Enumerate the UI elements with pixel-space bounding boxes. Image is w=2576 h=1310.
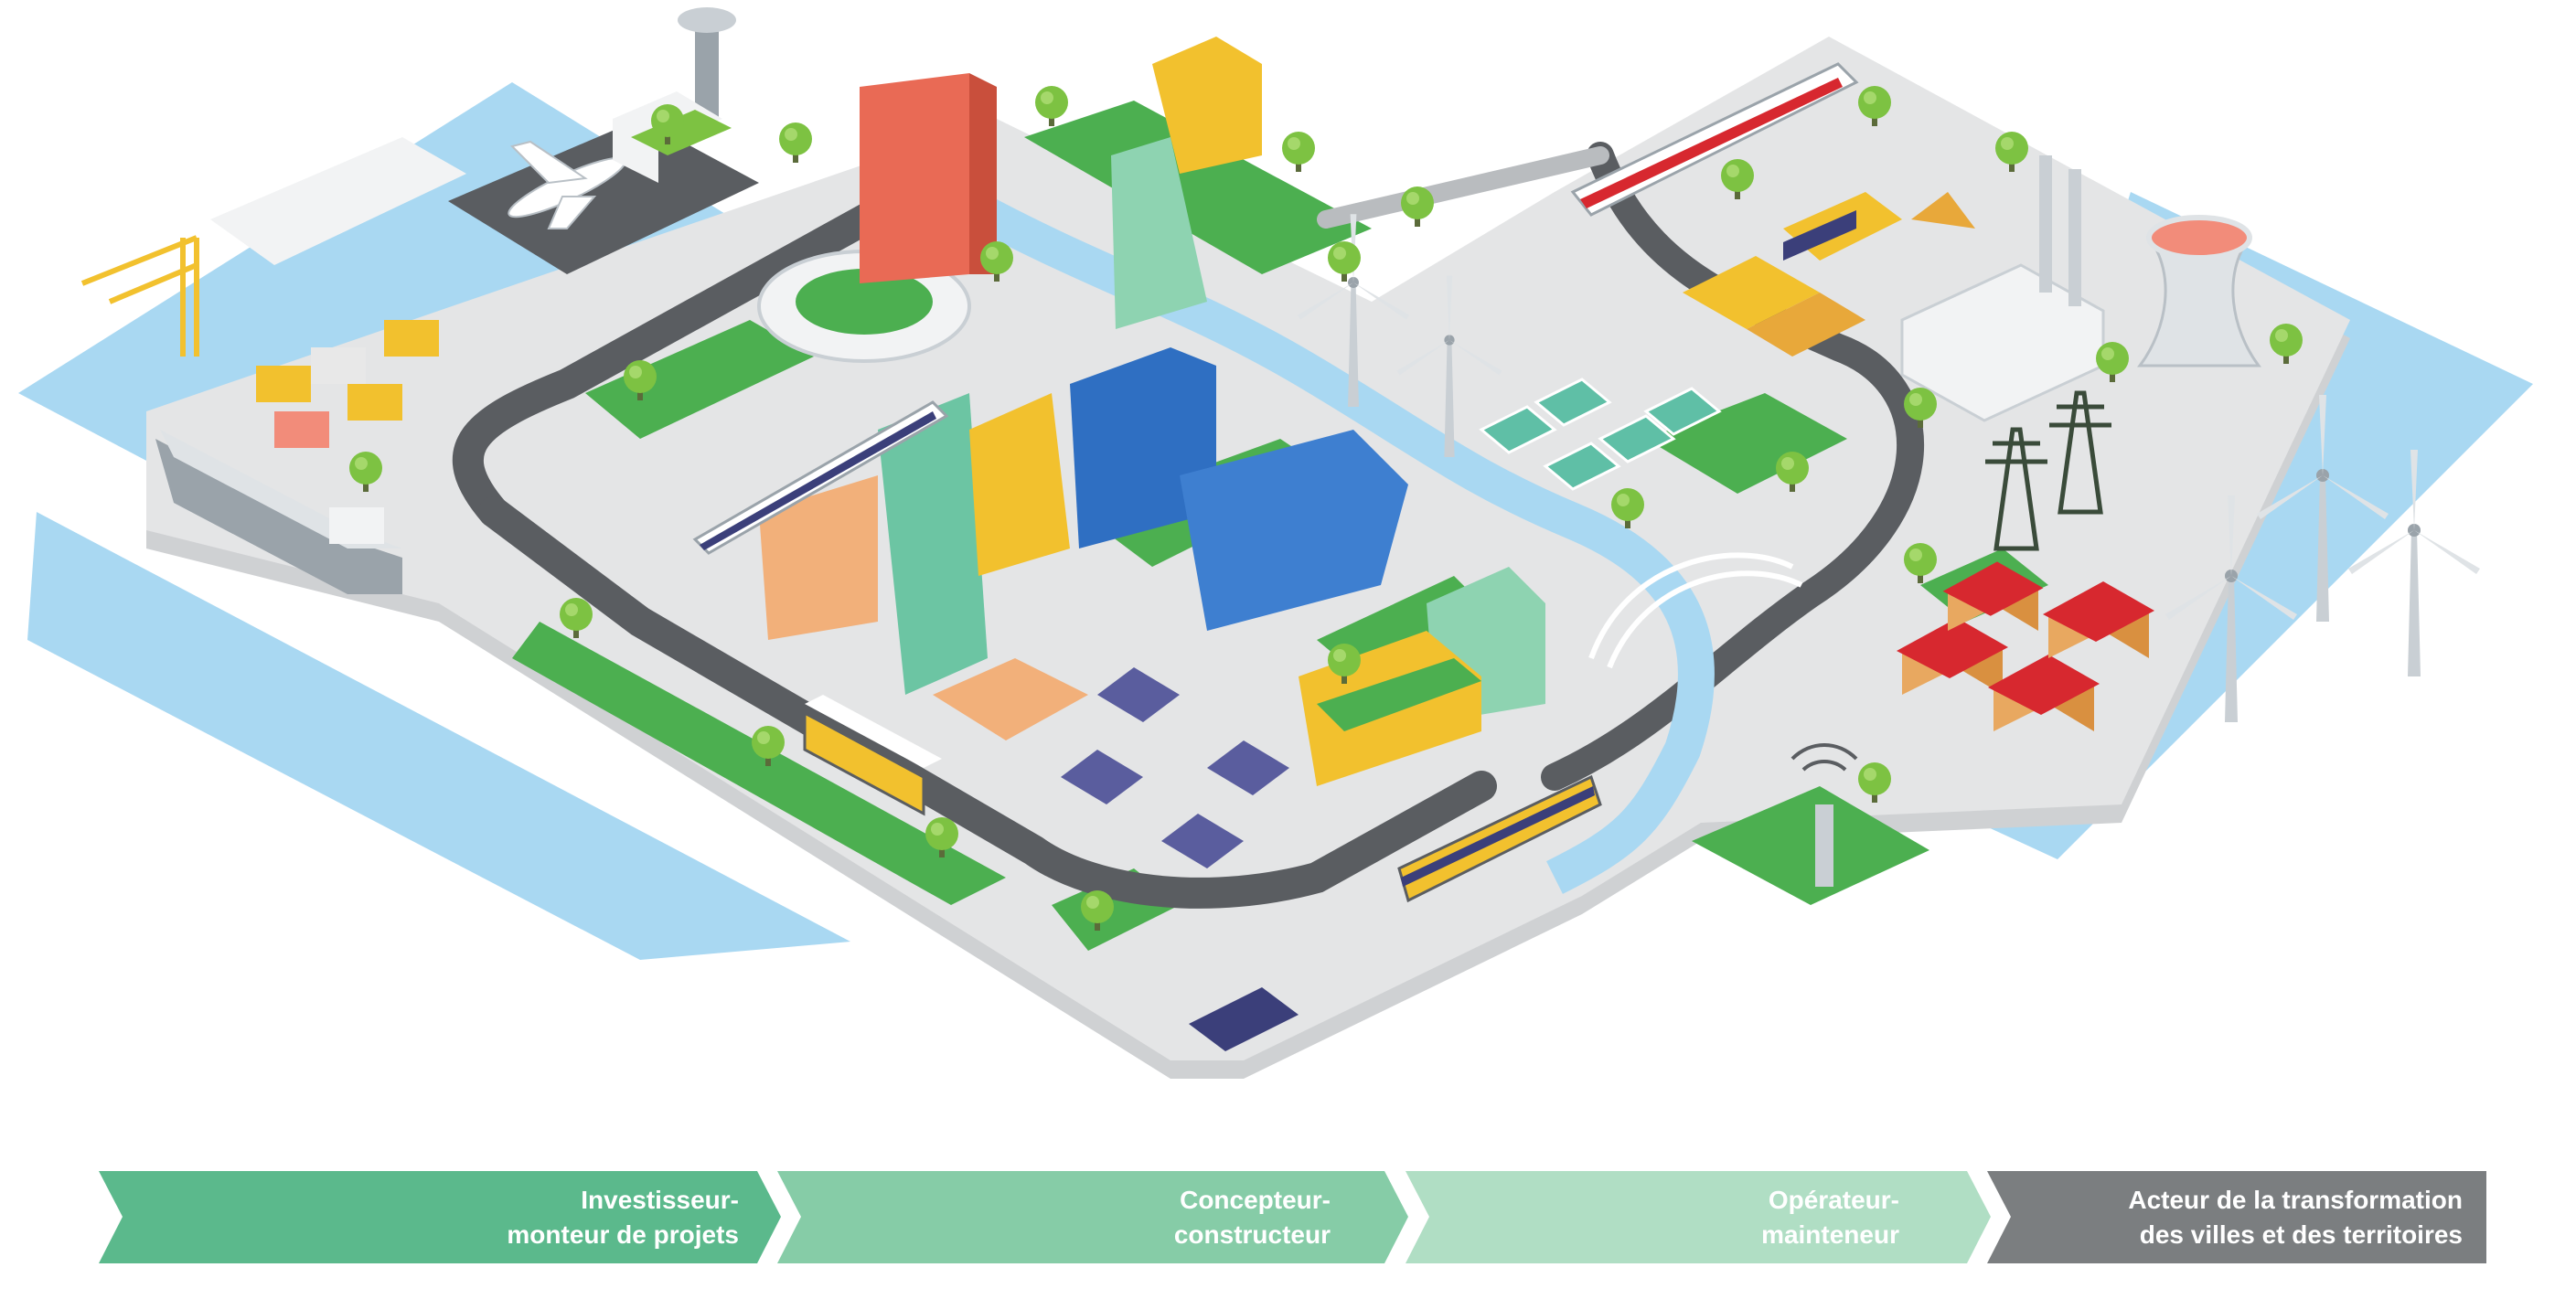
stage-operator-label: Opérateur- mainteneur <box>1406 1171 1899 1263</box>
stage-designer-line2: constructeur <box>1173 1219 1331 1249</box>
stage-actor-label: Acteur de la transformation des villes e… <box>1987 1171 2463 1263</box>
stage-operator-line2: mainteneur <box>1761 1219 1899 1249</box>
container-stacks <box>256 320 439 448</box>
stage-actor-chevron <box>1987 1171 2486 1263</box>
tram-icon <box>1397 774 1602 903</box>
stage-investor-label: Investisseur- monteur de projets <box>99 1171 739 1263</box>
airport <box>448 7 759 274</box>
stage-investor-line2: monteur de projets <box>507 1219 739 1249</box>
stage-designer-label: Concepteur- constructeur <box>777 1171 1331 1263</box>
bus-icon <box>803 695 942 816</box>
tunnel-entry <box>1189 987 1299 1051</box>
port <box>80 137 466 594</box>
stadium-icon <box>757 250 971 363</box>
industrial-zone <box>1683 155 2105 422</box>
stage-operator-chevron <box>1406 1171 1991 1263</box>
stage-investor-chevron <box>99 1171 781 1263</box>
nuclear-cooling-tower-icon <box>2137 215 2261 367</box>
solar-panel-icon <box>1479 378 1722 491</box>
bulldozer-icon <box>1783 192 1902 261</box>
crane-icon <box>80 235 199 357</box>
arch-bridge-icon <box>1588 552 1803 669</box>
stage-investor-line1: Investisseur- <box>581 1185 739 1214</box>
downtown-buildings <box>759 37 1545 786</box>
suburban-houses <box>1061 667 1289 868</box>
cargo-ship-icon <box>155 430 402 594</box>
stage-operator-line1: Opérateur- <box>1768 1185 1899 1214</box>
wifi-icon <box>1790 743 1858 887</box>
stage-designer-line1: Concepteur- <box>1180 1185 1331 1214</box>
high-speed-train-icon <box>692 62 1859 555</box>
stage-actor-line1: Acteur de la transformation <box>2128 1185 2463 1214</box>
stage-actor-line2: des villes et des territoires <box>2139 1219 2463 1249</box>
stage-designer-chevron <box>777 1171 1408 1263</box>
